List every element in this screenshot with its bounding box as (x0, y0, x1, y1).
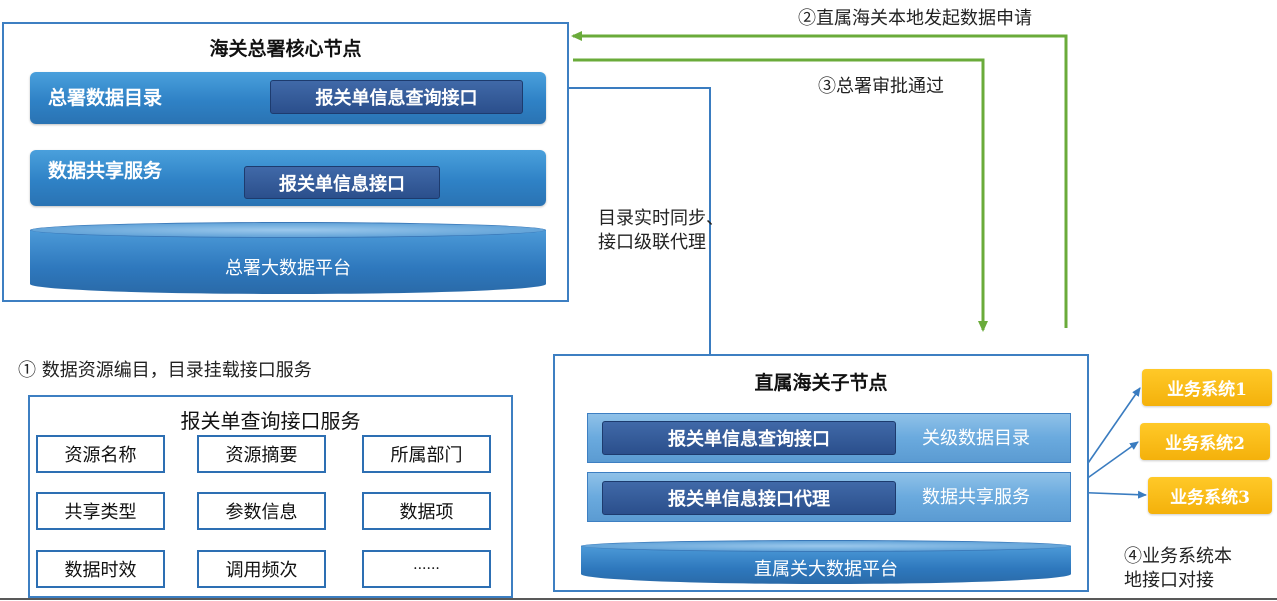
docking-note-line1: ④业务系统本 (1124, 546, 1232, 567)
business-system-1[interactable]: 业务系统1 (1142, 369, 1272, 406)
sub-proxy-interface-box[interactable]: 报关单信息接口代理 (602, 481, 896, 515)
sub-catalog-label: 关级数据目录 (922, 428, 1030, 449)
hq-interface-box[interactable]: 报关单信息接口 (244, 166, 440, 199)
hq-sharing-bar: 数据共享服务 报关单信息接口 (30, 150, 546, 206)
cell-data-timeliness: 数据时效 (36, 550, 165, 588)
sync-note-line1: 目录实时同步、 (598, 208, 724, 229)
cell-data-items: 数据项 (362, 492, 491, 530)
approve-note: ③总署审批通过 (818, 76, 944, 97)
cell-sharing-type: 共享类型 (36, 492, 165, 530)
hq-sharing-label: 数据共享服务 (48, 160, 163, 182)
service-catalog-frame: 报关单查询接口服务 资源名称 资源摘要 所属部门 共享类型 参数信息 数据项 数… (28, 395, 513, 598)
cell-resource-summary: 资源摘要 (197, 435, 326, 473)
request-note: ②直属海关本地发起数据申请 (798, 8, 1032, 29)
sub-query-interface-box[interactable]: 报关单信息查询接口 (602, 421, 896, 455)
sub-platform-drum-top (581, 540, 1071, 552)
hq-node-title: 海关总署核心节点 (209, 38, 362, 60)
cell-ellipsis: ······ (362, 550, 491, 588)
catalog-note: ① 数据资源编目，目录挂载接口服务 (18, 360, 312, 381)
hq-catalog-label: 总署数据目录 (48, 87, 163, 109)
hq-platform-label: 总署大数据平台 (225, 258, 351, 279)
sub-sharing-bar: 报关单信息接口代理 数据共享服务 (587, 472, 1071, 522)
business-system-3[interactable]: 业务系统3 (1148, 477, 1272, 514)
sub-catalog-bar: 报关单信息查询接口 关级数据目录 (587, 413, 1071, 463)
sync-note-line2: 接口级联代理 (598, 232, 706, 253)
cell-resource-name: 资源名称 (36, 435, 165, 473)
hq-platform-drum: 总署大数据平台 (30, 222, 546, 294)
business-system-2[interactable]: 业务系统2 (1140, 423, 1270, 460)
request-arrow (571, 31, 1068, 328)
sub-platform-label: 直属关大数据平台 (754, 559, 898, 580)
docking-note-line2: 地接口对接 (1124, 570, 1214, 591)
cell-department: 所属部门 (362, 435, 491, 473)
sub-node-title: 直属海关子节点 (754, 372, 888, 394)
hq-platform-drum-top (30, 222, 546, 238)
hq-query-interface-box[interactable]: 报关单信息查询接口 (270, 80, 523, 114)
service-catalog-title: 报关单查询接口服务 (180, 409, 361, 433)
sync-arrow-up (549, 84, 711, 340)
sub-sharing-label: 数据共享服务 (922, 487, 1030, 508)
hq-catalog-bar: 总署数据目录 报关单信息查询接口 (30, 72, 546, 124)
cell-call-frequency: 调用频次 (197, 550, 326, 588)
approve-arrow (573, 58, 988, 332)
sub-node-frame: 直属海关子节点 报关单信息查询接口 关级数据目录 报关单信息接口代理 数据共享服… (553, 354, 1089, 592)
hq-node-frame: 海关总署核心节点 总署数据目录 报关单信息查询接口 数据共享服务 报关单信息接口… (2, 22, 569, 302)
sub-platform-drum: 直属关大数据平台 (581, 540, 1071, 584)
cell-parameter-info: 参数信息 (197, 492, 326, 530)
